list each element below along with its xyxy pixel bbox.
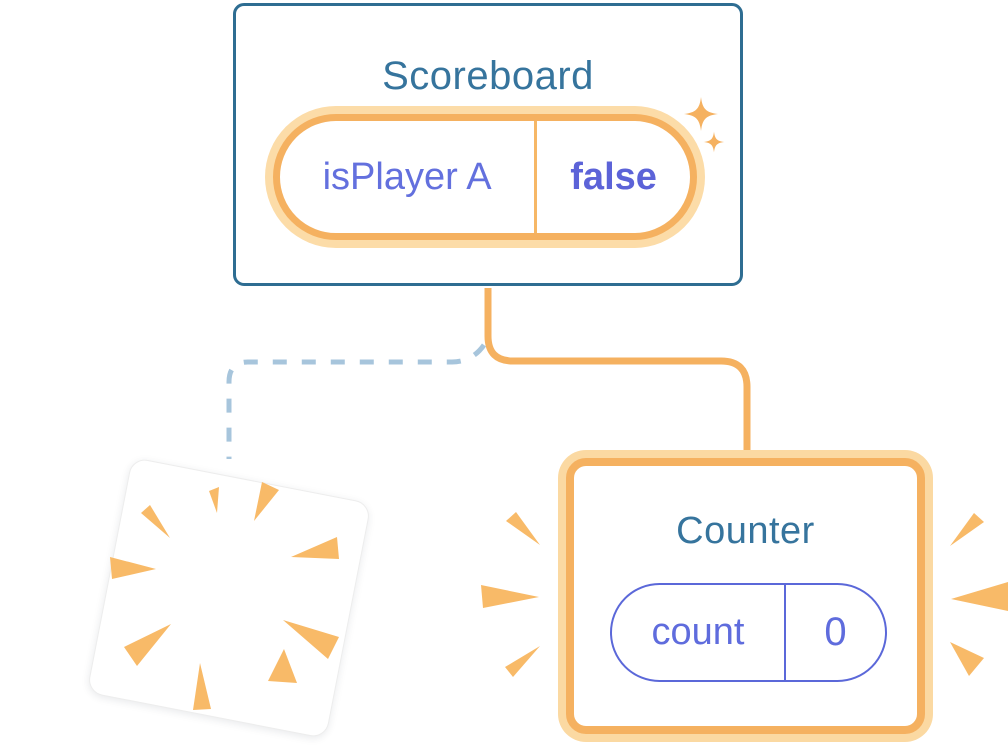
removed-tree-dashed-connector-line — [226, 343, 487, 459]
active-tree-connector-line — [484, 288, 751, 452]
poof-wedge — [209, 487, 219, 513]
poof-wedge — [268, 649, 297, 683]
emphasis-wedge-left — [506, 512, 540, 545]
sparkle-icon — [684, 97, 725, 153]
poof-wedge — [291, 537, 339, 559]
poof-wedge — [110, 557, 156, 579]
poof-wedge — [124, 624, 171, 666]
emphasis-wedge-right — [950, 513, 984, 546]
scoreboard-title: Scoreboard — [382, 54, 594, 98]
counter-title: Counter — [676, 510, 815, 552]
poof-wedge — [254, 482, 279, 521]
scoreboard-component-card: Scoreboard isPlayer A false — [233, 3, 743, 286]
state-name-label: count — [612, 585, 786, 680]
emphasis-burst-icon — [481, 512, 1008, 677]
emphasis-wedge-right — [951, 582, 1008, 611]
state-value-label: false — [570, 155, 657, 198]
counter-component-card: Counter count 0 — [566, 458, 925, 734]
poof-wedge — [283, 620, 339, 659]
counter-state-pill: count 0 — [610, 583, 887, 682]
sparkle-large-icon — [684, 97, 718, 131]
state-name-label: isPlayer A — [280, 121, 538, 233]
poof-wedge — [193, 663, 211, 710]
state-value-label: 0 — [824, 610, 847, 654]
scoreboard-state-pill: isPlayer A false — [273, 114, 697, 240]
emphasis-wedge-left — [481, 585, 539, 608]
emphasis-wedge-right — [950, 642, 984, 676]
sparkle-small-icon — [703, 131, 725, 153]
poof-wedge — [141, 505, 170, 538]
poof-burst-icon — [110, 482, 339, 710]
emphasis-wedge-left — [505, 646, 540, 677]
